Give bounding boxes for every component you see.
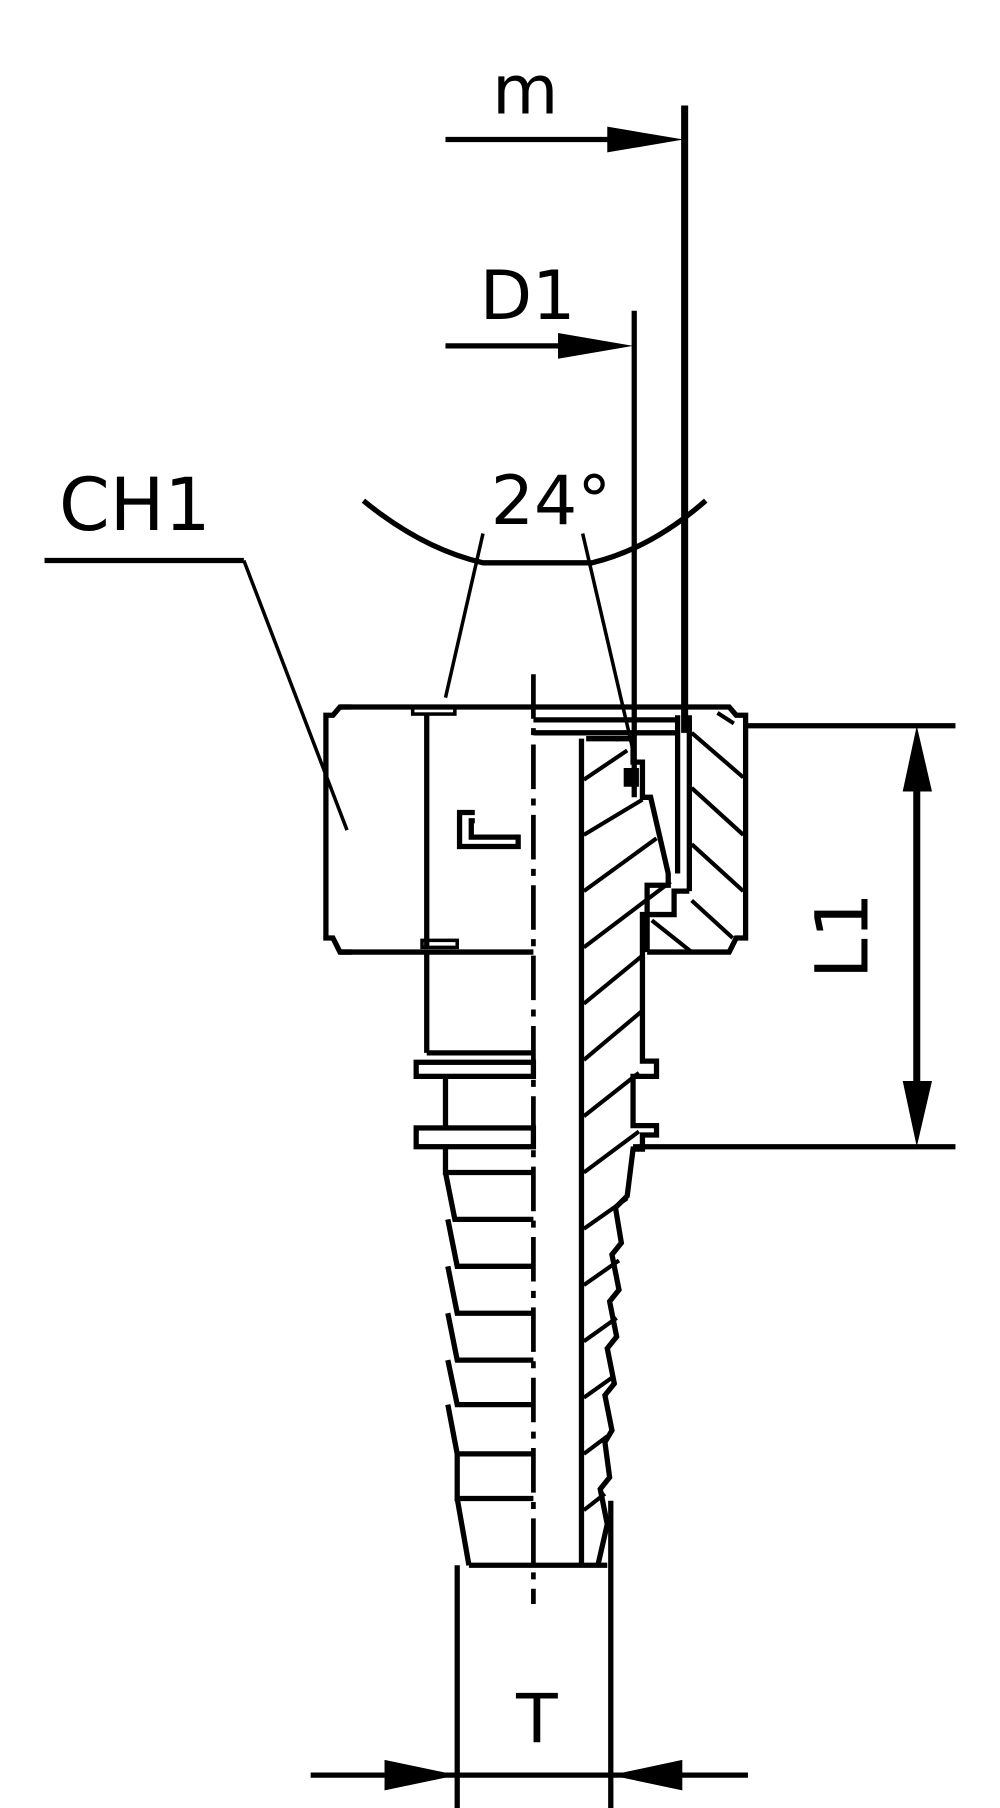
arrow-right-icon [607, 126, 684, 153]
label-ch1: CH1 [59, 464, 211, 548]
nut-section [533, 704, 749, 955]
arrow-left-icon [610, 1759, 683, 1791]
label-d1: D1 [480, 257, 576, 336]
nut-body [323, 704, 534, 955]
stem-section [468, 736, 672, 1568]
dimension-t: T [310, 1500, 748, 1808]
dimension-m: m [445, 52, 689, 733]
dimension-angle: 24° [361, 462, 708, 751]
dimension-d1: D1 [445, 257, 637, 798]
barbed-tail [413, 952, 537, 1566]
arrow-down-icon [902, 1081, 933, 1147]
dimension-ch1: CH1 [44, 464, 349, 831]
dimension-l1: L1 [633, 723, 956, 1150]
arrow-up-icon [902, 725, 933, 792]
label-m: m [492, 52, 558, 131]
arrow-right-icon [558, 332, 634, 359]
arrow-right-icon [384, 1759, 458, 1791]
label-angle: 24° [491, 462, 612, 541]
label-t: T [515, 1680, 558, 1759]
label-l1: L1 [802, 892, 886, 979]
